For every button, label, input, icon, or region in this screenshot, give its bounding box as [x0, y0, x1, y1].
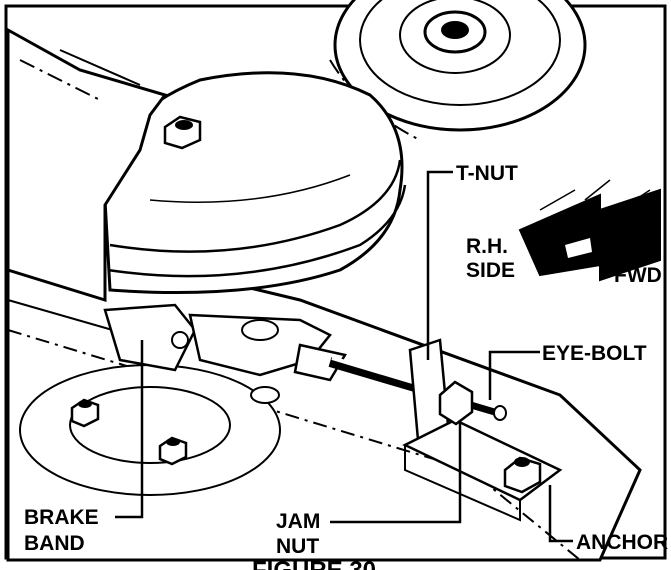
hub-bolt-left [70, 398, 100, 428]
hub-bolt-center [158, 436, 188, 466]
t-nut-leader [426, 170, 453, 360]
jam-nut-leader [330, 420, 462, 524]
fwd-label: FWD [614, 264, 662, 287]
jam-nut-label-line2: NUT [276, 535, 319, 558]
anchor-label: ANCHOR [576, 531, 668, 554]
rh-side-label-line2: SIDE [466, 259, 515, 282]
jam-nut [438, 380, 474, 426]
t-nut-label: T-NUT [456, 162, 518, 185]
brake-band-label-line1: BRAKE [24, 506, 99, 529]
rh-side-label-line1: R.H. [466, 235, 508, 258]
anchor-leader [548, 485, 573, 543]
guard-bolt [163, 115, 202, 150]
idler-pulley [329, 0, 587, 141]
belt-guard [6, 27, 202, 303]
anchor-bolt [503, 456, 542, 494]
brake-band-assembly [103, 303, 347, 404]
figure-caption: FIGURE 30 [252, 557, 376, 570]
spindle-hub [19, 364, 281, 496]
eye-bolt-label: EYE-BOLT [542, 342, 647, 365]
eye-bolt-leader [488, 350, 540, 400]
direction-arrow [518, 179, 661, 282]
brake-band-label-line2: BAND [24, 532, 85, 555]
brake-band-leader [115, 340, 144, 519]
leader-lines [115, 170, 573, 543]
jam-nut-label-line1: JAM [276, 510, 320, 533]
